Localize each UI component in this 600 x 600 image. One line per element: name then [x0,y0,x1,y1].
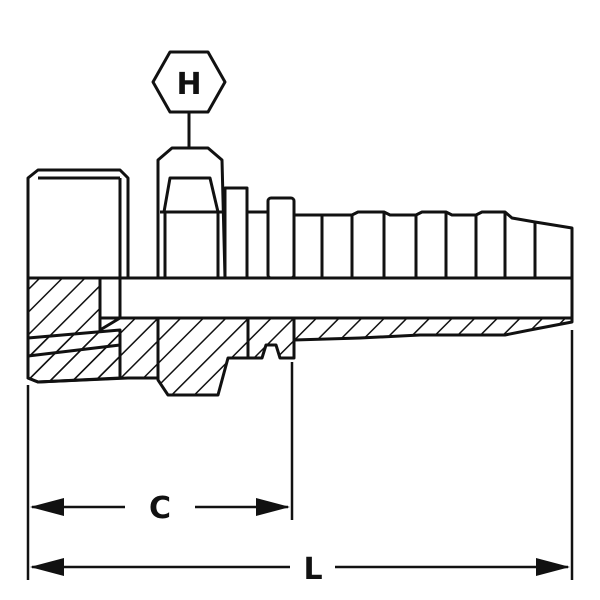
ring-collar [266,196,296,280]
hose-tail-outline [292,210,574,280]
section-thread-taper [26,328,122,384]
section-ring-groove [246,316,296,360]
hex-size-symbol [151,50,227,114]
collar-outline [223,186,249,280]
dimension-l-label: L [303,552,322,587]
section-hose-tail [292,316,574,342]
dimension-l-arrow-right [536,558,570,576]
dimension-c-label: C [149,491,171,526]
section-hex-nut [156,316,250,397]
hex-label: H [176,67,201,102]
section-thread-taper-line [27,343,121,358]
dimension-l-arrow-left [30,558,64,576]
collar-step [245,210,271,280]
dimension-c-arrow-left [30,498,64,516]
hex-nut-face-curve [162,176,220,213]
thread-end-outline [26,168,130,280]
dimension-c-arrow-right [256,498,290,516]
bore-channel [98,276,574,320]
